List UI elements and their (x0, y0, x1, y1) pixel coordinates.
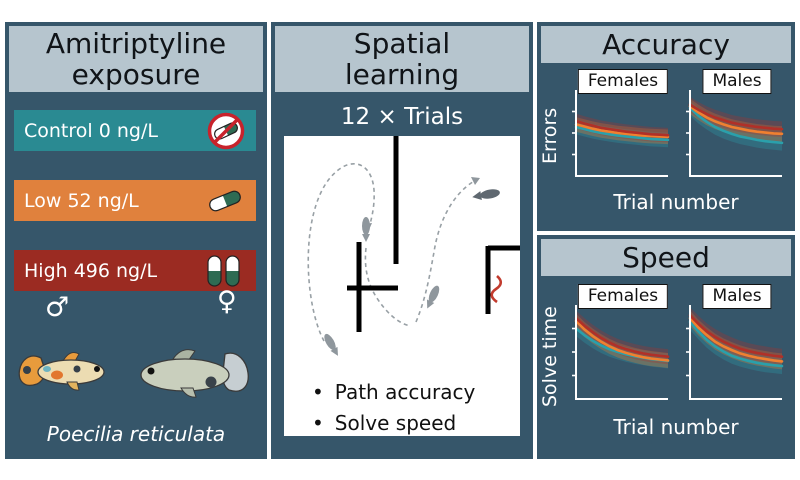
exposure-title-line1: Amitriptyline (45, 27, 227, 60)
measure-label: Path accuracy (334, 380, 476, 404)
accuracy-males-label: Males (702, 69, 772, 94)
exposure-title: Amitriptyline exposure (9, 26, 263, 92)
male-guppy-icon (18, 352, 105, 391)
speed-xlabel: Trial number (613, 415, 739, 439)
female-symbol: ♀ (217, 286, 237, 317)
pill-icon (209, 190, 241, 211)
spatial-learning-title: Spatial learning (275, 26, 529, 92)
spatial-learning-panel: Spatial learning 12 × Trials (271, 22, 533, 459)
spatial-learning-title-line1: Spatial (353, 27, 451, 60)
treatment-high-label: High 496 ng/L (24, 259, 158, 282)
accuracy-xlabel: Trial number (613, 190, 739, 214)
treatment-control: Control 0 ng/L (14, 110, 256, 151)
accuracy-panel: Accuracy Errors Females Males Trial numb… (537, 22, 795, 231)
graphical-abstract: Amitriptyline exposure Control 0 ng/L Lo… (2, 19, 798, 462)
measure-label: Solve speed (334, 411, 457, 435)
reward-worm-icon (490, 275, 503, 304)
speed-ylabel: Solve time (539, 306, 561, 408)
accuracy-ylabel: Errors (539, 107, 561, 165)
accuracy-females-label: Females (577, 69, 669, 94)
maze-fish-icon (362, 217, 370, 242)
measures-list: • Path accuracy • Solve speed (312, 380, 475, 435)
guppy-illustrations (18, 349, 249, 398)
exposure-title-line2: exposure (71, 58, 201, 91)
two-pills-icon (207, 254, 240, 287)
species-name: Poecilia reticulata (46, 422, 226, 446)
speed-panel: Speed Solve time Females Males Trial num… (537, 235, 795, 459)
spatial-learning-title-line2: learning (344, 58, 460, 91)
exit-fish-icon (472, 189, 500, 200)
female-guppy-icon (140, 349, 249, 398)
treatment-control-label: Control 0 ng/L (24, 119, 158, 142)
exposure-panel: Amitriptyline exposure Control 0 ng/L Lo… (5, 22, 267, 459)
treatment-high: High 496 ng/L (14, 250, 256, 291)
speed-males-label: Males (702, 284, 772, 309)
accuracy-title-text: Accuracy (602, 28, 730, 61)
accuracy-title: Accuracy (541, 26, 791, 63)
maze-fish-icon (322, 332, 342, 358)
speed-males-chart (686, 305, 784, 400)
measure-solve-speed: • Solve speed (312, 411, 475, 435)
speed-females-label: Females (577, 284, 669, 309)
bullet-dot: • (312, 380, 324, 404)
speed-females-chart (572, 305, 670, 400)
maze-box: • Path accuracy • Solve speed (284, 136, 520, 436)
maze-diagram (307, 136, 520, 358)
treatment-low-label: Low 52 ng/L (24, 189, 139, 212)
speed-title-text: Speed (622, 241, 710, 274)
treatment-low: Low 52 ng/L (14, 180, 256, 221)
path-arrowhead (471, 177, 480, 185)
bullet-dot: • (312, 411, 324, 435)
no-pill-icon (207, 112, 245, 149)
male-symbol: ♂ (45, 292, 70, 323)
accuracy-females-chart (572, 90, 670, 177)
accuracy-males-chart (686, 90, 784, 177)
maze-fish-icon (423, 284, 442, 311)
measure-path-accuracy: • Path accuracy (312, 380, 475, 404)
trials-label: 12 × Trials (340, 104, 464, 130)
speed-title: Speed (541, 239, 791, 276)
